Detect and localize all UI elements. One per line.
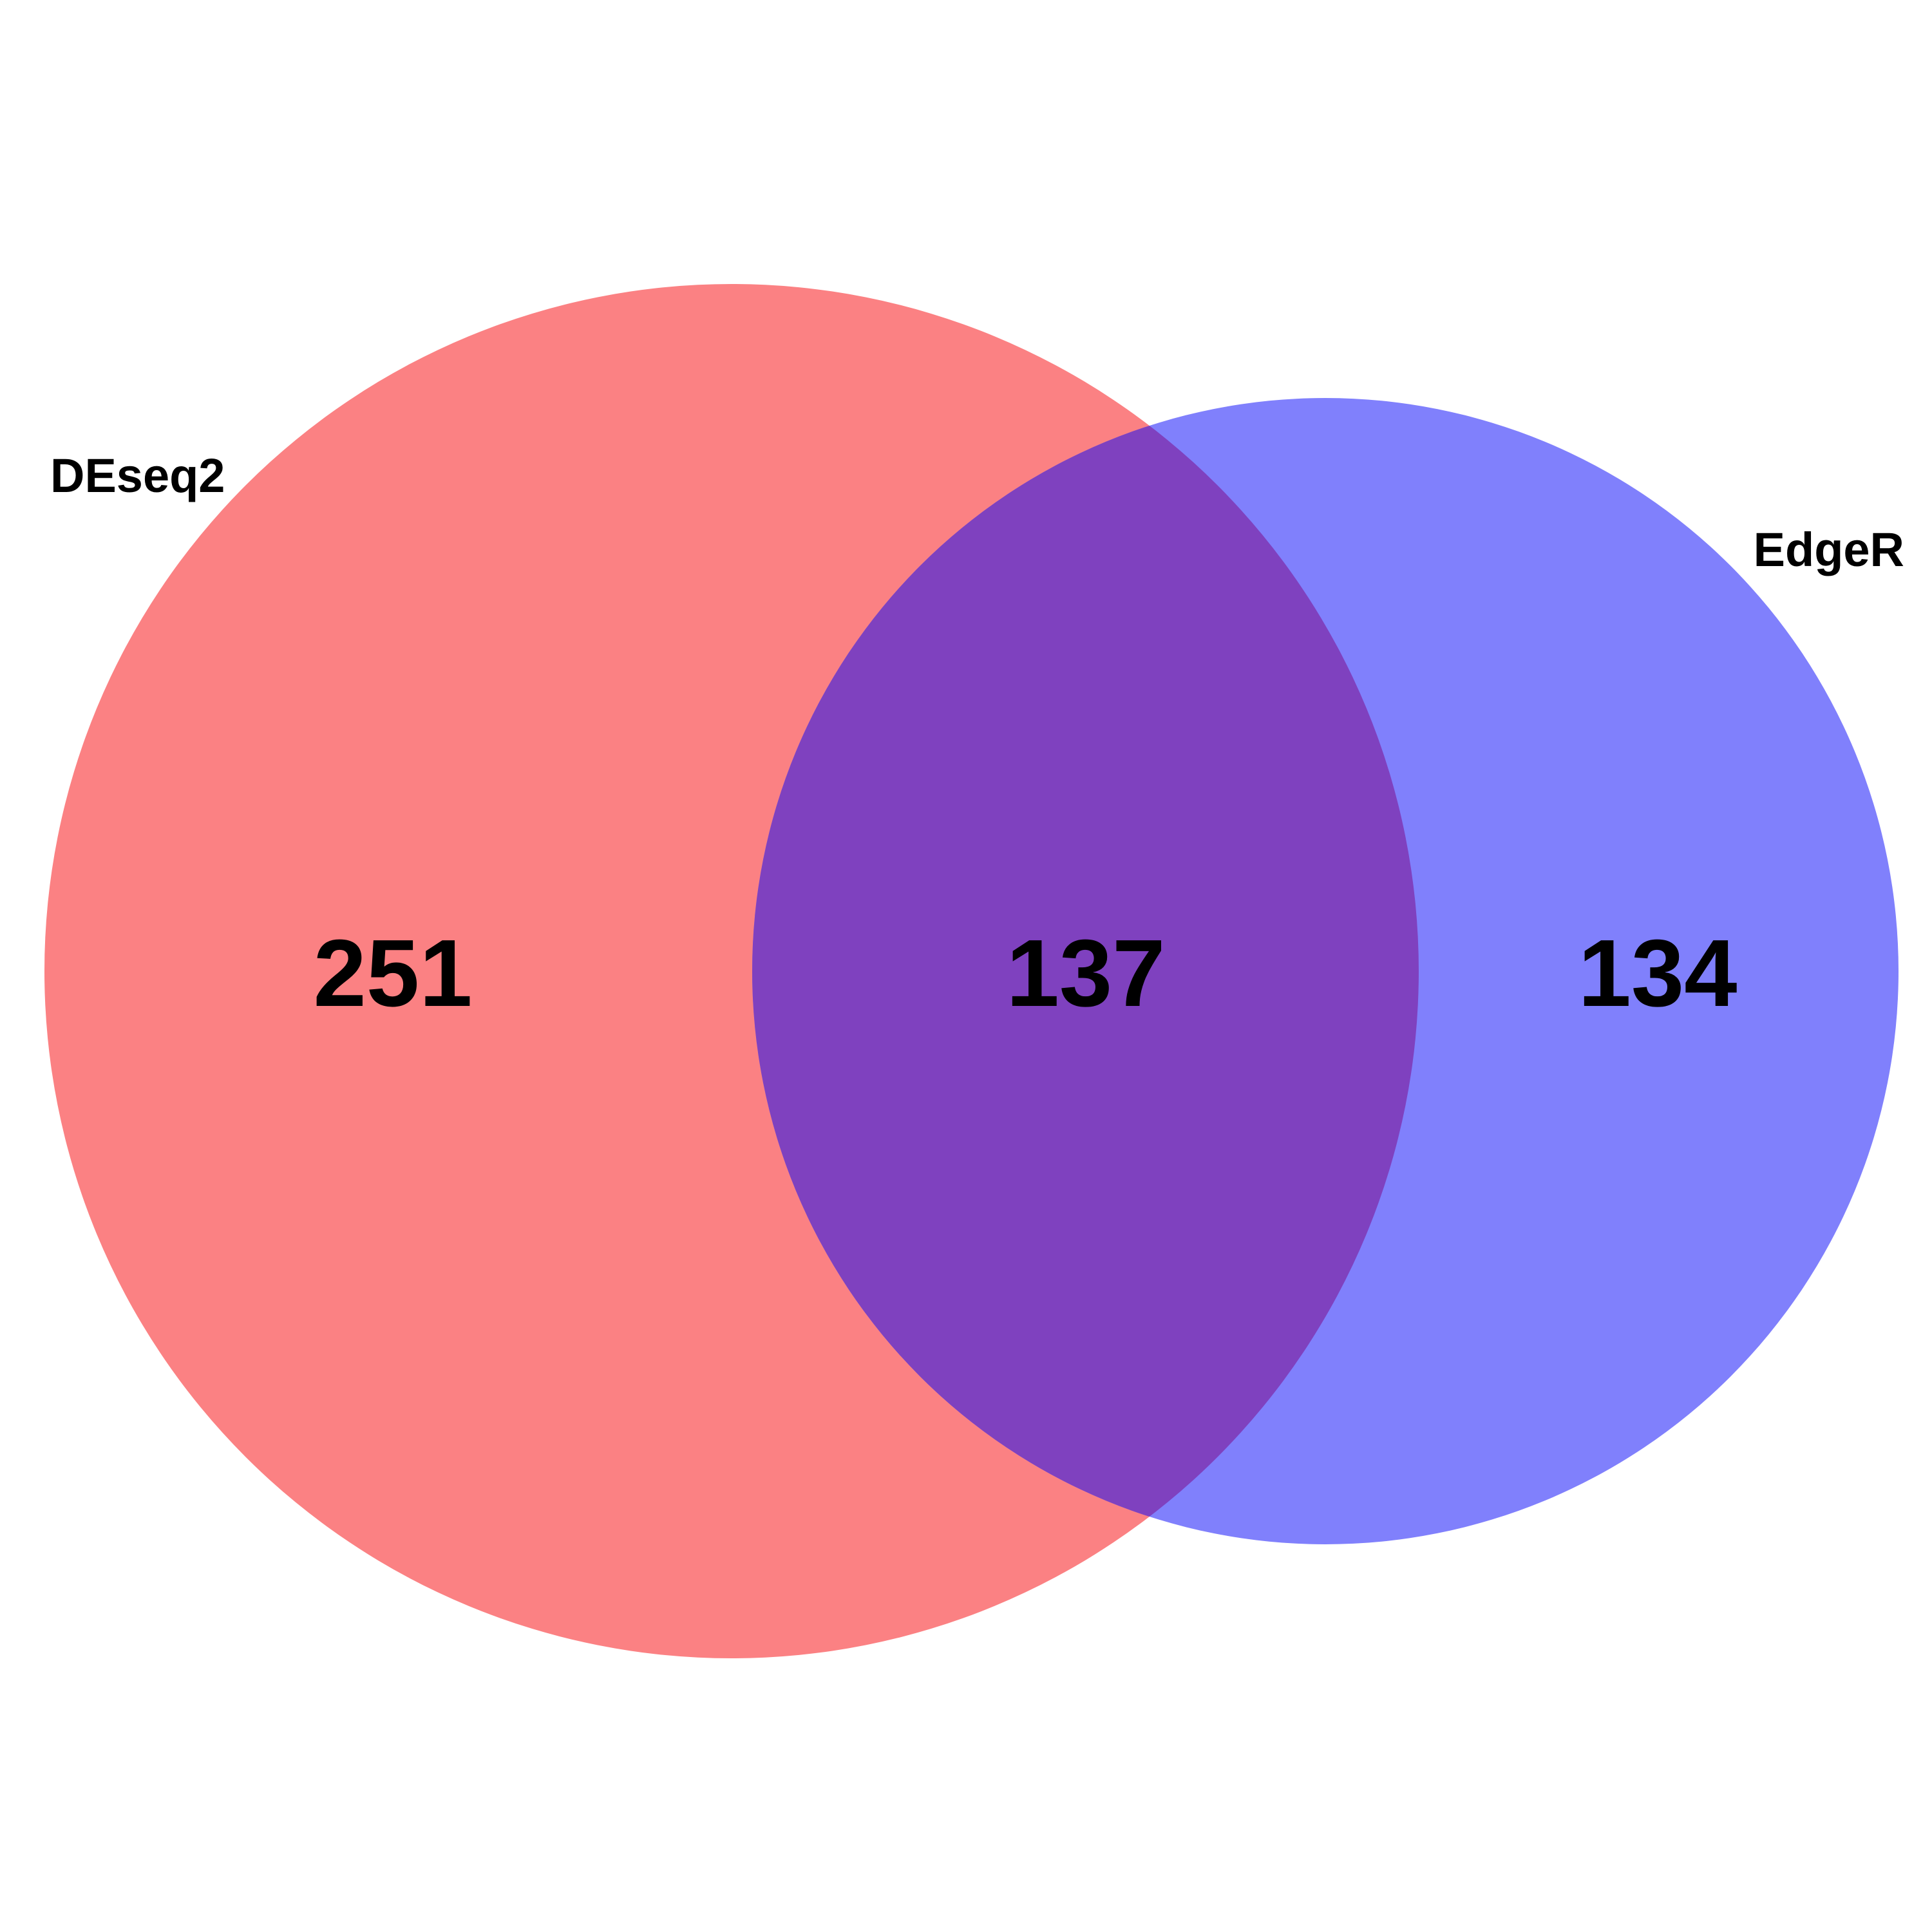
overlap-region bbox=[752, 398, 1419, 1544]
deseq2-set-label: DEseq2 bbox=[50, 449, 225, 502]
deseq2-only-count: 251 bbox=[314, 920, 473, 1027]
edger-set-label: EdgeR bbox=[1754, 523, 1904, 576]
edger-only-count: 134 bbox=[1578, 920, 1738, 1027]
intersection-count: 137 bbox=[1007, 920, 1166, 1027]
